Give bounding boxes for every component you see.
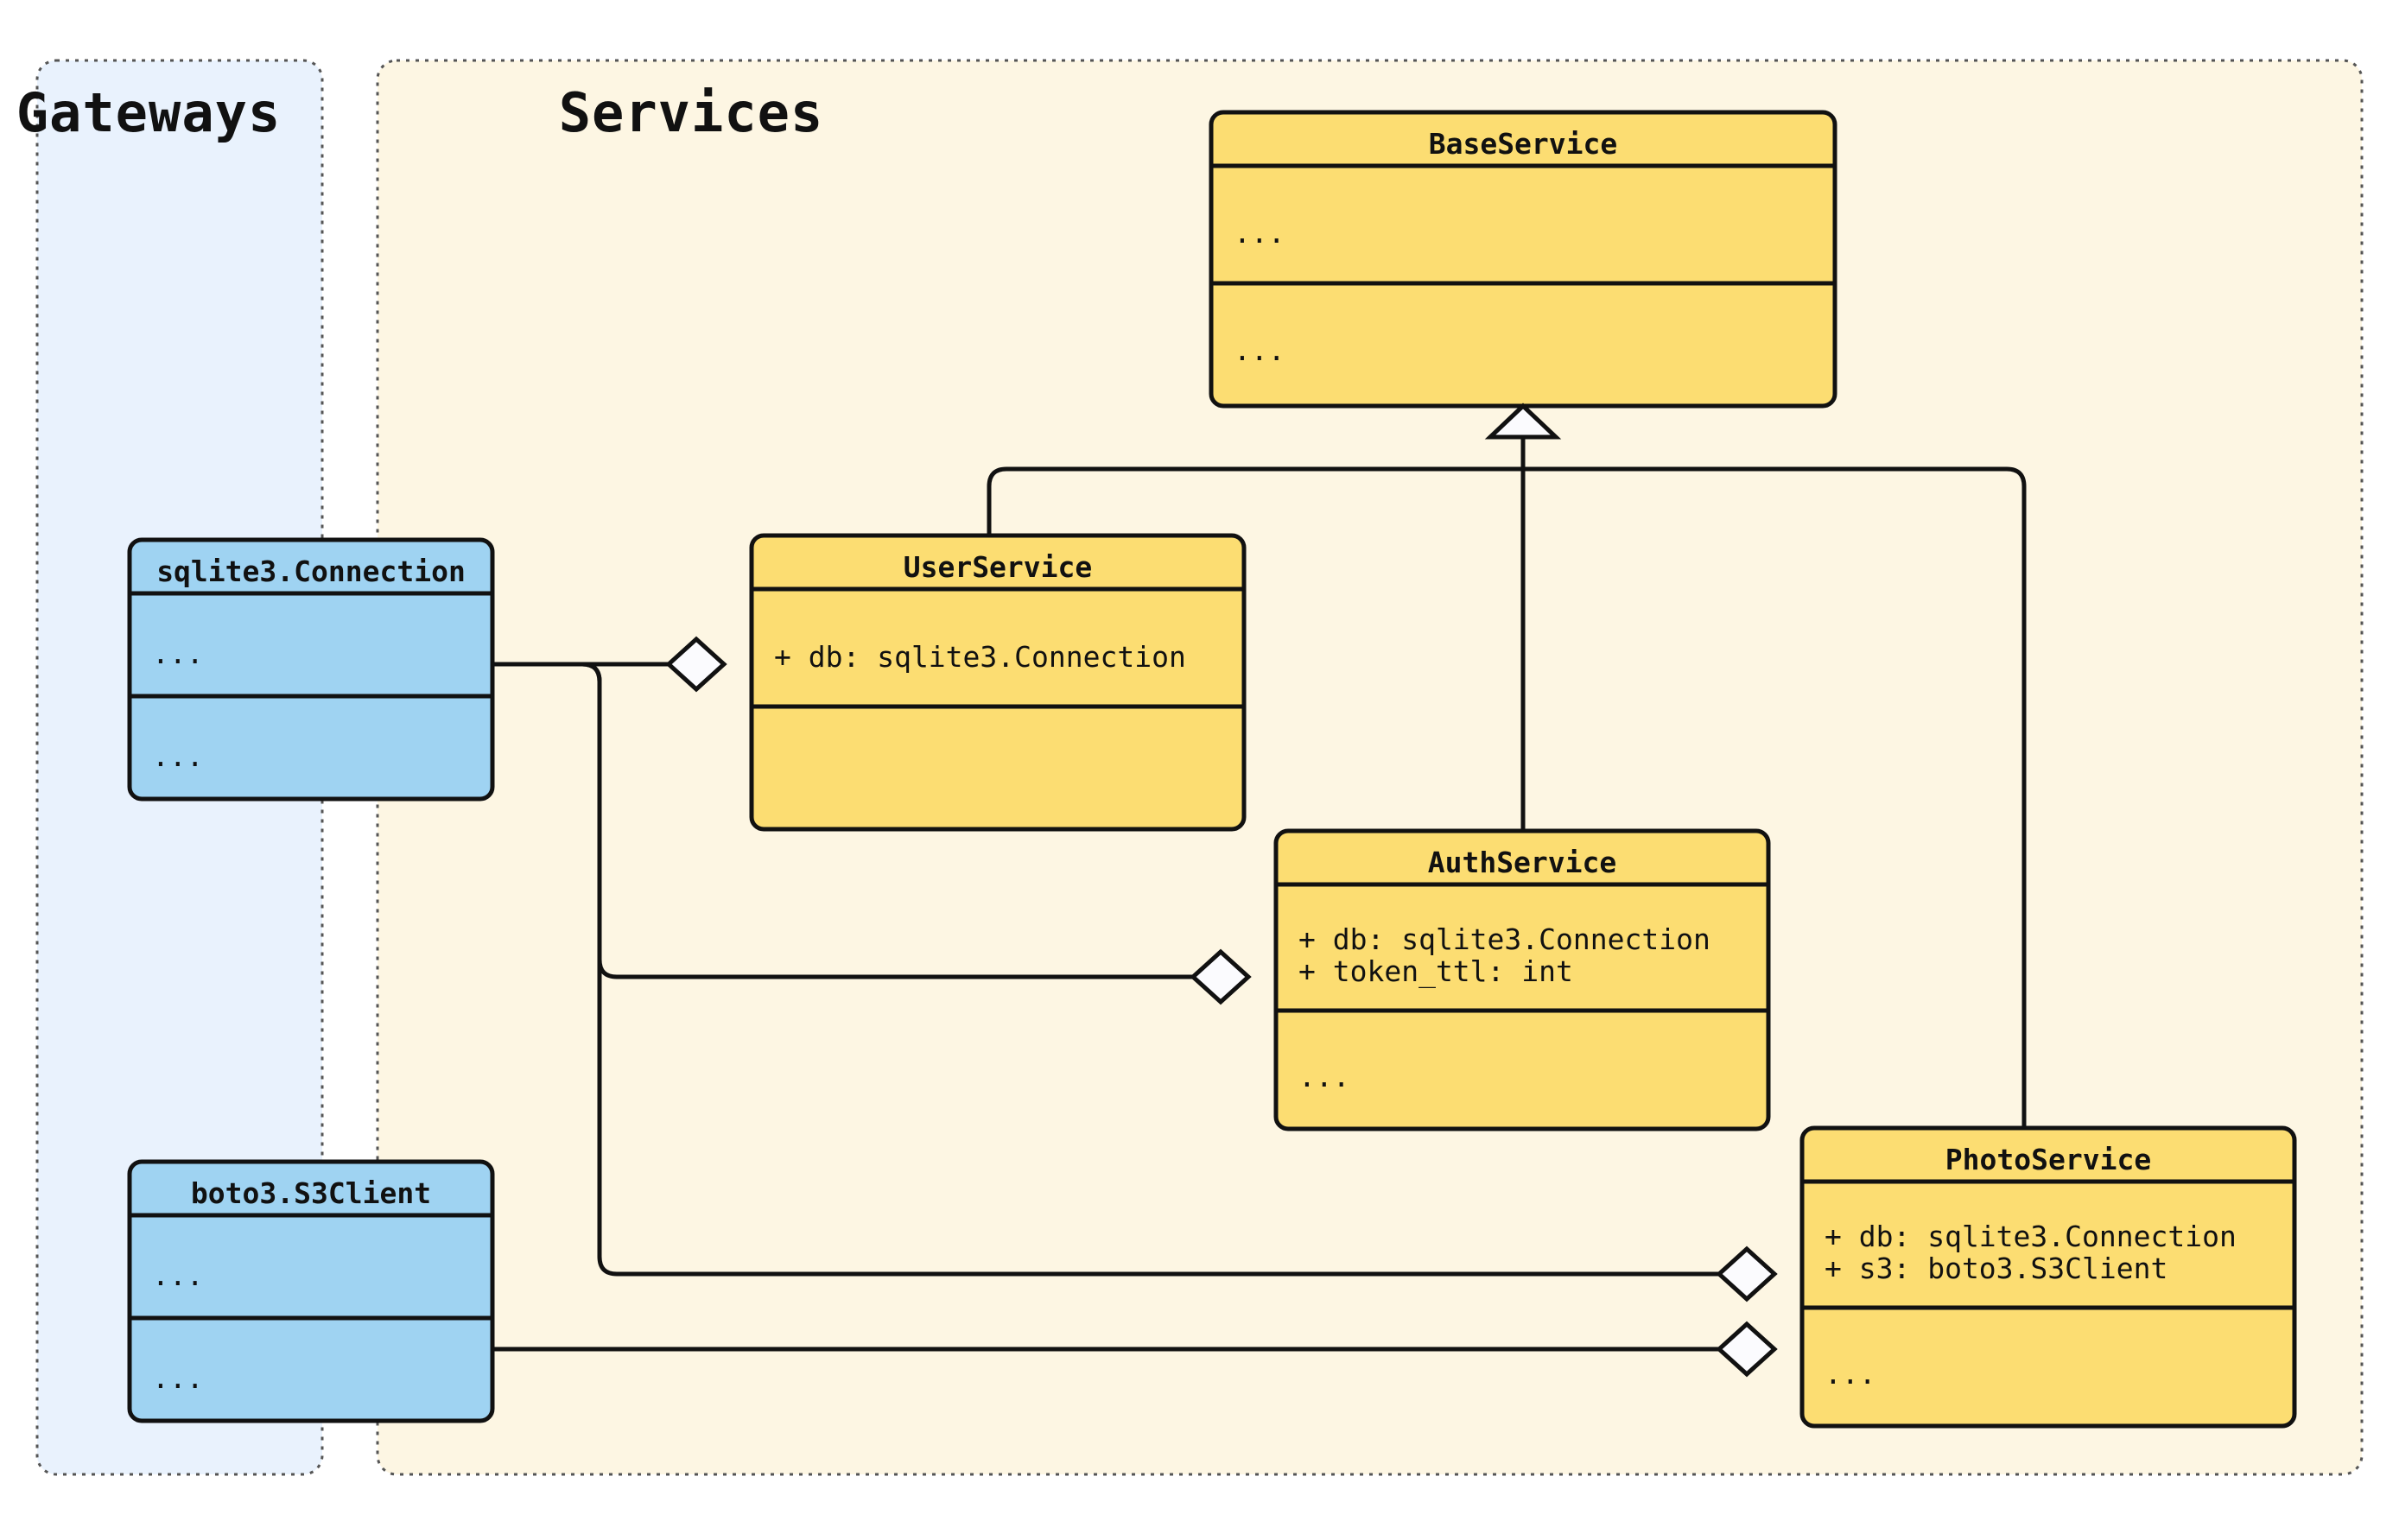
class-photo-service-name: PhotoService xyxy=(1945,1143,2151,1176)
class-user-service-attribute-0: + db: sqlite3.Connection xyxy=(774,640,1186,674)
class-box-photo-service[interactable]: PhotoService + db: sqlite3.Connection + … xyxy=(1799,1125,2297,1429)
class-base-service-attribute: ... xyxy=(1234,216,1285,250)
inheritance-triangle-icon xyxy=(1484,402,1562,440)
class-box-boto3-s3client[interactable]: boto3.S3Client ... ... xyxy=(127,1159,495,1423)
class-base-service-name: BaseService xyxy=(1429,127,1618,161)
class-sqlite3-connection-attribute-0: ... xyxy=(152,637,204,670)
class-box-auth-service[interactable]: AuthService + db: sqlite3.Connection + t… xyxy=(1273,828,1771,1131)
aggregation-diamond-icon-user-service xyxy=(665,636,727,693)
class-auth-service-name: AuthService xyxy=(1428,846,1617,879)
class-sqlite3-connection-method-0: ... xyxy=(152,739,204,773)
edge-photo-service-extends-base-service xyxy=(1520,434,2027,1128)
class-auth-service-attribute-0: + db: sqlite3.Connection xyxy=(1298,922,1710,956)
class-photo-service-attribute-1: + s3: boto3.S3Client xyxy=(1825,1252,2167,1285)
class-box-sqlite3-connection[interactable]: sqlite3.Connection ... ... xyxy=(127,537,495,802)
markers-layer xyxy=(665,402,1778,1378)
class-user-service-frame xyxy=(749,533,1247,832)
edge-photo-service-aggregates-sqlite3-connection xyxy=(492,662,1774,1277)
class-sqlite3-connection-frame xyxy=(127,537,495,802)
class-sqlite3-connection-name: sqlite3.Connection xyxy=(156,555,466,588)
group-services[interactable]: Services xyxy=(376,59,2364,1476)
class-photo-service-method-0: ... xyxy=(1825,1357,1876,1391)
class-auth-service-method-0: ... xyxy=(1298,1060,1350,1093)
relations-layer xyxy=(492,434,2027,1352)
class-box-user-service[interactable]: UserService + db: sqlite3.Connection xyxy=(749,533,1247,832)
class-boto3-s3client-attribute-0: ... xyxy=(152,1258,204,1292)
class-photo-service-frame xyxy=(1799,1125,2297,1429)
class-box-base-service[interactable]: BaseService ... ... xyxy=(1209,110,1837,409)
aggregation-diamond-icon-photo-service-s3 xyxy=(1716,1321,1778,1378)
class-base-service-method: ... xyxy=(1234,333,1285,367)
edge-user-service-extends-base-service xyxy=(987,434,1526,536)
aggregation-diamond-icon-auth-service xyxy=(1190,948,1252,1005)
class-boto3-s3client-name: boto3.S3Client xyxy=(191,1176,431,1210)
class-boto3-s3client-frame xyxy=(127,1159,495,1423)
group-services-title: Services xyxy=(559,81,824,144)
class-auth-service-frame xyxy=(1273,828,1771,1131)
aggregation-diamond-icon-photo-service-db xyxy=(1716,1245,1778,1302)
group-gateways-title: Gateways xyxy=(16,81,282,144)
class-boto3-s3client-method-0: ... xyxy=(152,1361,204,1395)
class-auth-service-attribute-1: + token_ttl: int xyxy=(1298,954,1573,989)
class-user-service-name: UserService xyxy=(904,550,1093,584)
class-photo-service-attribute-0: + db: sqlite3.Connection xyxy=(1825,1220,2237,1253)
